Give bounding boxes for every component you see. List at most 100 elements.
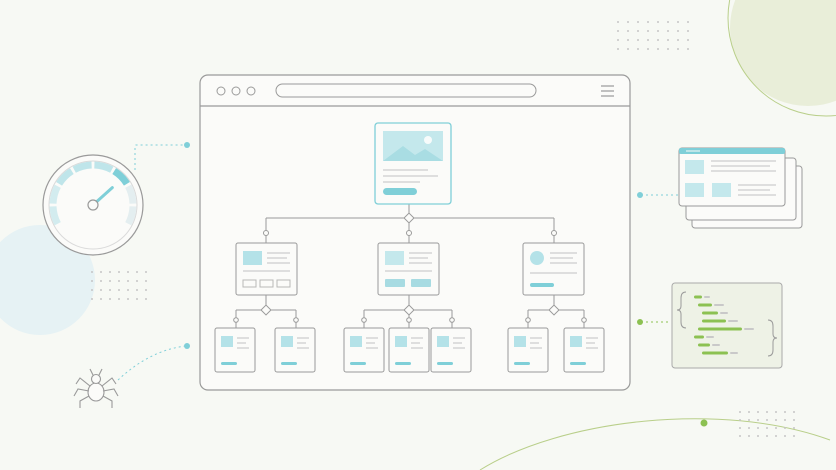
code-token (698, 343, 710, 347)
code-token (728, 320, 738, 322)
code-token (694, 335, 704, 339)
gauge-hub (87, 199, 99, 211)
grid-dot (677, 21, 679, 23)
grid-dot (118, 271, 120, 273)
grid-dot (637, 48, 639, 50)
page-card-level2-middle (377, 242, 440, 296)
code-token (720, 312, 728, 314)
grid-dot (145, 289, 147, 291)
code-token (702, 311, 718, 315)
leaf-page-card (388, 327, 430, 373)
connector-dot (637, 192, 643, 198)
grid-dot (657, 39, 659, 41)
grid-dot (127, 280, 129, 282)
spider-icon (73, 368, 119, 408)
grid-dot (627, 30, 629, 32)
grid-dot (757, 411, 759, 413)
window-control-dot (231, 86, 241, 96)
code-token (712, 344, 720, 346)
grid-dot (657, 21, 659, 23)
grid-dot (757, 427, 759, 429)
grid-dot (667, 21, 669, 23)
grid-dot (687, 21, 689, 23)
grid-dot (667, 30, 669, 32)
grid-dot (627, 39, 629, 41)
image-placeholder-icon (383, 131, 443, 161)
gauge-segment (125, 184, 137, 204)
grid-dot (793, 419, 795, 421)
leaf-page-card (563, 327, 605, 373)
gauge-segment (112, 168, 130, 186)
speedometer-icon (42, 154, 144, 256)
grid-dot (637, 39, 639, 41)
address-bar (275, 83, 537, 98)
grid-dot (784, 419, 786, 421)
grid-dot (775, 435, 777, 437)
gauge-segment (49, 184, 61, 204)
grid-dot (627, 48, 629, 50)
dot-grid-top-right (617, 21, 689, 50)
grid-dot (687, 48, 689, 50)
grid-dot (647, 48, 649, 50)
grid-dot (757, 435, 759, 437)
code-token (714, 304, 724, 306)
connector-dot (184, 343, 190, 349)
blue-blob-left (0, 225, 95, 335)
grid-dot (100, 280, 102, 282)
grid-dot (784, 435, 786, 437)
grid-dot (757, 419, 759, 421)
grid-dot (677, 30, 679, 32)
gauge-segment (49, 206, 61, 226)
grid-dot (100, 289, 102, 291)
dot-grid-bottom-right (739, 411, 795, 437)
grid-dot (118, 280, 120, 282)
code-token (702, 319, 726, 323)
grid-dot (145, 280, 147, 282)
grid-dot (127, 298, 129, 300)
grid-dot (748, 419, 750, 421)
grid-dot (91, 271, 93, 273)
grid-dot (91, 289, 93, 291)
grid-dot (627, 21, 629, 23)
grid-dot (739, 435, 741, 437)
connector-dot (637, 319, 643, 325)
dot-grid-left (91, 271, 147, 300)
grid-dot (118, 289, 120, 291)
grid-dot (617, 30, 619, 32)
green-arc-bottom (479, 418, 831, 470)
grid-dot (109, 280, 111, 282)
grid-dot (617, 39, 619, 41)
grid-dot (637, 30, 639, 32)
grid-dot (687, 30, 689, 32)
spider-connector (117, 345, 187, 381)
grid-dot (677, 39, 679, 41)
grid-dot (136, 280, 138, 282)
leaf-page-card (274, 327, 316, 373)
grid-dot (784, 427, 786, 429)
grid-dot (766, 419, 768, 421)
leaf-page-card (214, 327, 256, 373)
green-arc-top-right (727, 0, 836, 117)
leaf-page-card (507, 327, 549, 373)
leaf-page-cards (214, 327, 605, 373)
leaf-page-card (343, 327, 385, 373)
grid-dot (637, 21, 639, 23)
hamburger-menu-icon (601, 85, 614, 97)
grid-dot (657, 48, 659, 50)
code-token (698, 303, 712, 307)
grid-dot (647, 39, 649, 41)
grid-dot (667, 39, 669, 41)
grid-dot (118, 298, 120, 300)
grid-dot (647, 30, 649, 32)
code-token (704, 296, 710, 298)
grid-dot (136, 271, 138, 273)
grid-dot (100, 298, 102, 300)
leaf-page-card (430, 327, 472, 373)
cta-pill (383, 188, 417, 195)
grid-dot (793, 411, 795, 413)
code-token (698, 327, 742, 331)
gauge-segments (49, 161, 137, 226)
code-token (702, 351, 728, 355)
grid-dot (784, 411, 786, 413)
